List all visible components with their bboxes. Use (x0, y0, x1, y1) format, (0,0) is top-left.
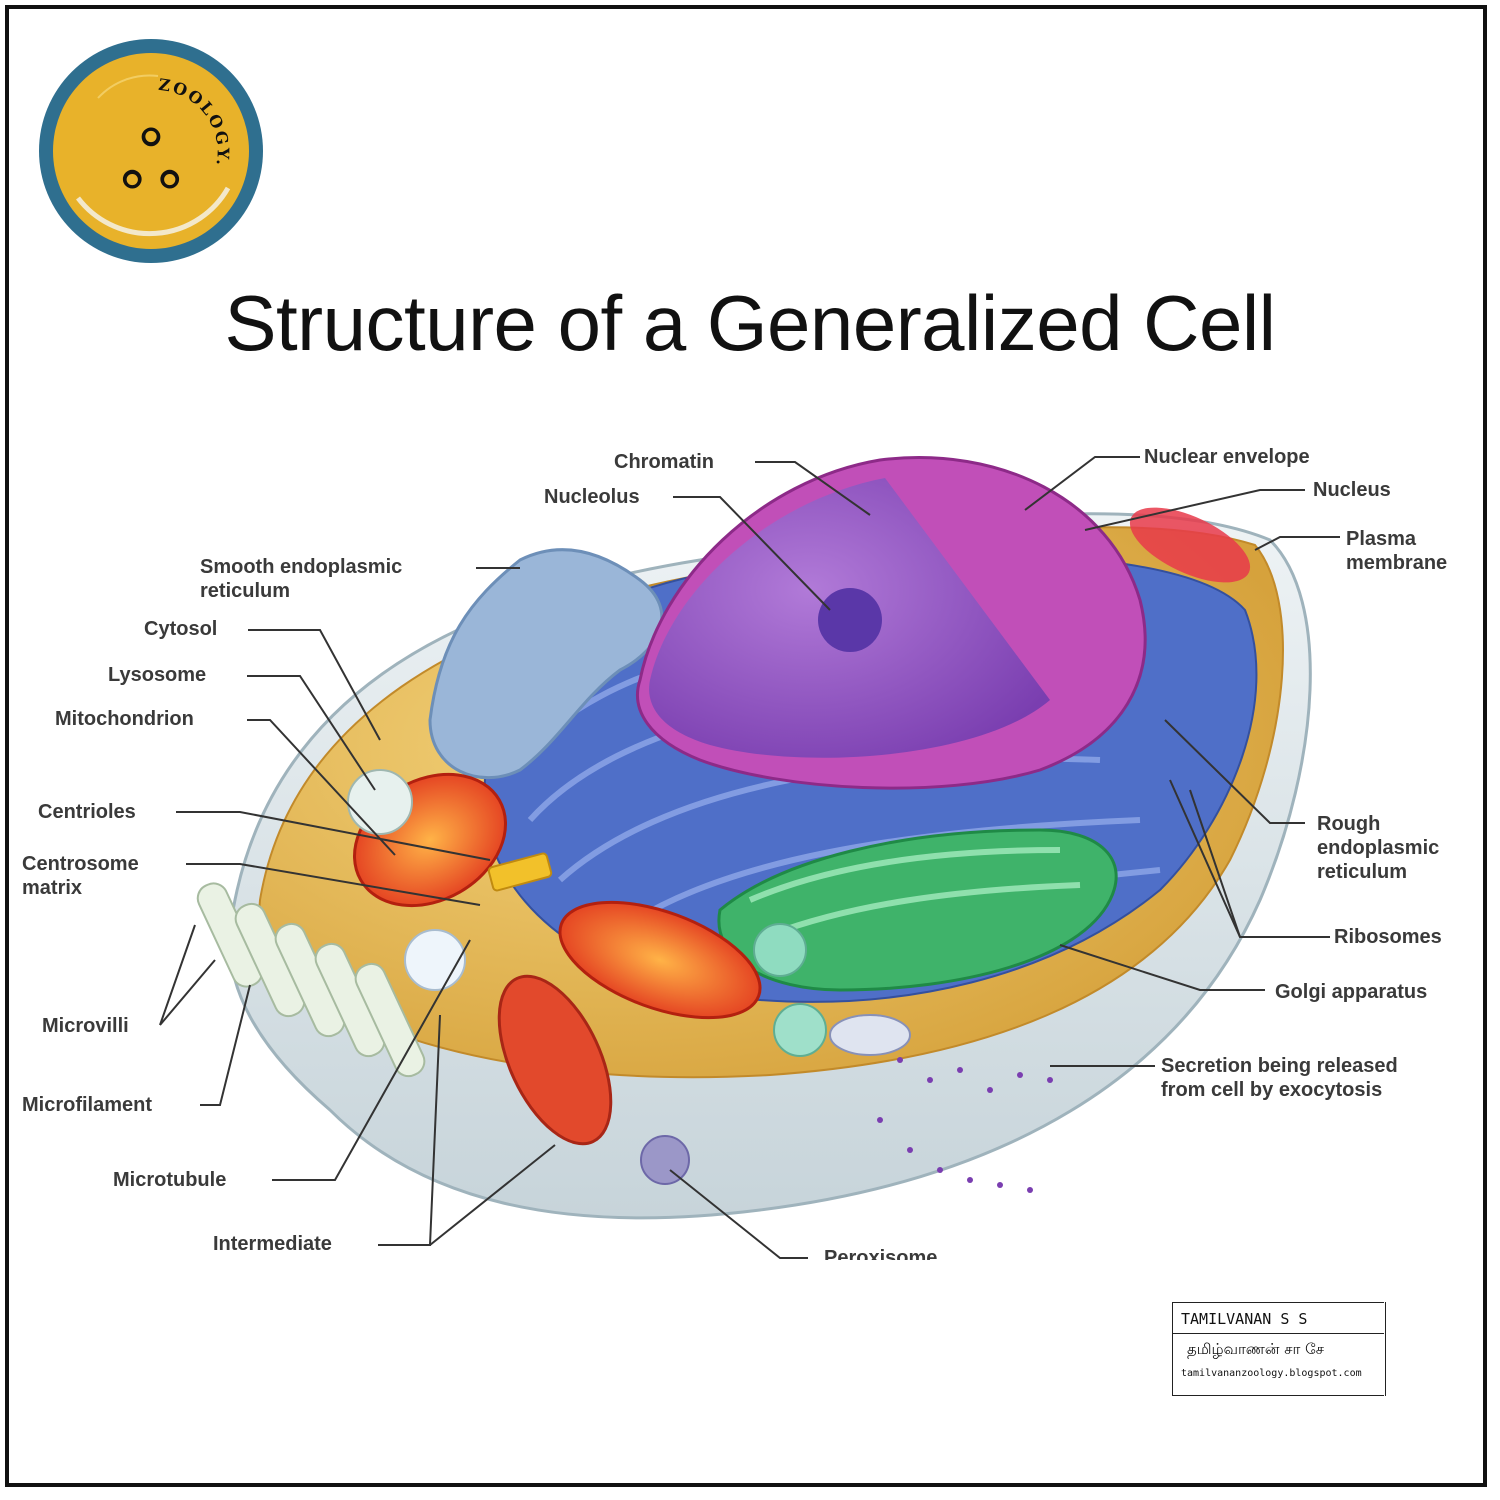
logo-glyph: ஃ (120, 117, 181, 207)
label-lysosome: Lysosome (108, 664, 207, 686)
vesicle-shape-2 (753, 923, 807, 977)
label-mitochondrion: Mitochondrion (55, 708, 194, 730)
nucleus-shape (636, 456, 1147, 790)
label-secretion: Secretion being released from cell by ex… (1161, 1055, 1398, 1101)
label-microfilament: Microfilament (22, 1094, 153, 1116)
credit-box: TAMILVANAN S S தமிழ்வாணன் சா சே tamilvan… (1172, 1302, 1386, 1396)
label-cytosol: Cytosol (144, 618, 218, 640)
label-nucleus: Nucleus (1313, 479, 1391, 501)
label-centrosome-matrix: Centrosome matrix (22, 853, 139, 899)
red-organelle-shape (1129, 507, 1251, 583)
secretory-vesicle-shape (829, 1014, 911, 1056)
mitochondrion-shape-2 (558, 900, 762, 1020)
exocytosis-dots (877, 1057, 1053, 1193)
credit-url: tamilvananzoology.blogspot.com (1181, 1368, 1362, 1379)
cell-diagram (159, 456, 1340, 1259)
microvilli-shape (196, 882, 426, 1078)
label-plasma-membrane: Plasma membrane (1346, 528, 1448, 574)
leader-lines (159, 456, 1340, 1259)
label-nuclear-envelope: Nuclear envelope (1144, 446, 1310, 468)
label-rough-er: Rough endoplasmic reticulum (1317, 813, 1440, 883)
golgi-shape (717, 828, 1118, 992)
zoology-logo: ZOOLOGY. ஃ (39, 39, 263, 263)
peroxisome-shape (640, 1135, 690, 1185)
credit-name: TAMILVANAN S S (1181, 1310, 1308, 1328)
label-centrioles: Centrioles (38, 801, 136, 823)
label-nucleolus: Nucleolus (544, 486, 640, 508)
label-peroxisome: Peroxisome (824, 1247, 938, 1260)
vesicle-shape (404, 929, 466, 991)
centrioles-shape (487, 852, 553, 892)
nucleolus-shape (818, 588, 882, 652)
page-title: Structure of a Generalized Cell (224, 279, 1276, 367)
credit-tamil: தமிழ்வாணன் சா சே (1187, 1340, 1325, 1358)
label-intermediate: Intermediate (213, 1233, 332, 1255)
label-microvilli: Microvilli (42, 1015, 129, 1037)
label-microtubule: Microtubule (113, 1169, 227, 1191)
label-chromatin: Chromatin (614, 451, 714, 473)
vesicle-shape-3 (773, 1003, 827, 1057)
mitochondrion-shape-3 (497, 974, 613, 1146)
label-smooth-er: Smooth endoplasmic reticulum (200, 556, 403, 602)
label-ribosomes: Ribosomes (1334, 926, 1442, 948)
lysosome-shape (347, 769, 413, 835)
label-golgi: Golgi apparatus (1275, 981, 1428, 1003)
